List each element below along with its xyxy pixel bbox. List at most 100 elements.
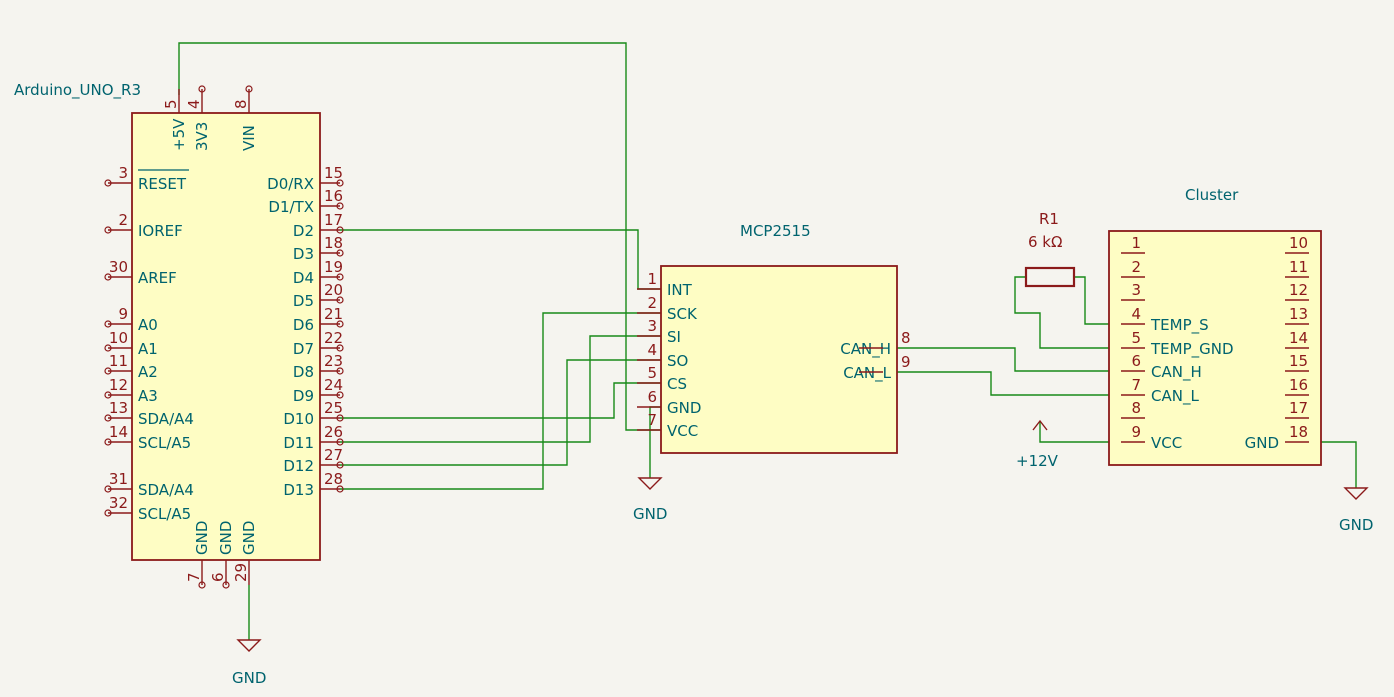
pin-name: CS <box>667 375 687 393</box>
pin-endpoint <box>245 85 253 93</box>
pin-endpoint <box>336 179 344 187</box>
pin-number: 11 <box>1289 258 1308 276</box>
pin-name: D0/RX <box>267 175 314 193</box>
pin-number: 7 <box>1131 376 1141 394</box>
pin-name: TEMP_GND <box>1150 340 1234 359</box>
pin-number: 12 <box>109 376 128 394</box>
pin-name: SI <box>667 328 681 346</box>
pin-name: GND <box>240 521 258 555</box>
pin-number: 9 <box>118 305 128 323</box>
pin-name: VCC <box>667 422 698 440</box>
pin-number: 27 <box>324 446 343 464</box>
pin-endpoint <box>336 202 344 210</box>
pin-number: 2 <box>1131 258 1141 276</box>
wire-d10-to-cs <box>340 382 685 419</box>
wire-d13-to-sck <box>340 312 685 490</box>
pin-name: D13 <box>283 481 314 499</box>
pin-endpoint <box>336 249 344 257</box>
pin-name: CAN_H <box>840 340 891 359</box>
pin-endpoint <box>104 273 112 281</box>
pin-name: SO <box>667 352 688 370</box>
pin-13: 13 <box>1285 305 1309 325</box>
pin-name: RESET <box>138 175 187 193</box>
ground-symbol-mcp: GND <box>633 477 667 523</box>
pin-number: 16 <box>1289 376 1308 394</box>
pin-endpoint <box>104 226 112 234</box>
pin-name: SCL/A5 <box>138 505 191 523</box>
arduino-left-pins: 3RESET2IOREF30AREF9A010A111A212A313SDA/A… <box>104 164 194 523</box>
pin-number: 1 <box>647 270 657 288</box>
pin-name: A2 <box>138 363 158 381</box>
wire-r1-to-temp-gnd <box>1014 276 1130 349</box>
pin-number: 28 <box>324 470 343 488</box>
wires <box>178 42 1357 640</box>
pin-endpoint <box>104 320 112 328</box>
pin-name: +5V <box>170 118 188 151</box>
pin-number: 18 <box>324 234 343 252</box>
wire-12v-to-vcc <box>1039 421 1130 443</box>
pin-5: 5+5V <box>162 89 188 151</box>
pin-number: 12 <box>1289 281 1308 299</box>
pin-number: 17 <box>324 211 343 229</box>
cluster-title: Cluster <box>1185 186 1239 204</box>
arduino-right-pins: 15D0/RX16D1/TX17D218D319D420D521D622D723… <box>267 164 344 499</box>
pin-endpoint <box>104 367 112 375</box>
pin-endpoint <box>336 414 344 422</box>
ground-symbol-cluster: GND <box>1339 487 1373 534</box>
pin-number: 8 <box>1131 399 1141 417</box>
pin-number: 14 <box>1289 329 1308 347</box>
mcp2515-body <box>660 265 898 454</box>
pin-number: 17 <box>1289 399 1308 417</box>
ground-symbol-arduino: GND <box>232 639 266 687</box>
pin-name: D11 <box>283 434 314 452</box>
pin-name: GND <box>667 399 701 417</box>
wire-d2-to-int <box>340 229 685 290</box>
pin-endpoint <box>336 367 344 375</box>
mcp2515-title: MCP2515 <box>740 222 811 240</box>
ground-icon <box>1343 487 1369 500</box>
pin-name: CAN_H <box>1151 363 1202 382</box>
pin-name: IOREF <box>138 222 183 240</box>
arduino-title: Arduino_UNO_R3 <box>14 81 141 100</box>
pin-12: 12 <box>1285 281 1309 301</box>
pin-number: 7 <box>647 411 657 429</box>
ground-label: GND <box>232 669 266 687</box>
pin-name: SDA/A4 <box>138 410 194 428</box>
pin-name: TEMP_S <box>1150 316 1209 335</box>
resistor-r1: R1 6 kΩ <box>1024 210 1076 288</box>
pin-16: 16 <box>1285 376 1309 396</box>
pin-name: D6 <box>293 316 314 334</box>
pin-3: 3SI <box>637 317 681 346</box>
pin-name: AREF <box>138 269 177 287</box>
pin-endpoint <box>104 344 112 352</box>
pin-name: CAN_L <box>1151 387 1199 406</box>
pin-number: 8 <box>901 329 911 347</box>
pin-number: 18 <box>1289 423 1308 441</box>
pin-1: 1 <box>1121 234 1145 254</box>
pin-endpoint <box>336 461 344 469</box>
pin-number: 2 <box>647 294 657 312</box>
pin-name: VCC <box>1151 434 1182 452</box>
pin-9: 9A0 <box>104 305 158 334</box>
pin-endpoint <box>104 438 112 446</box>
pin-number: 15 <box>1289 352 1308 370</box>
